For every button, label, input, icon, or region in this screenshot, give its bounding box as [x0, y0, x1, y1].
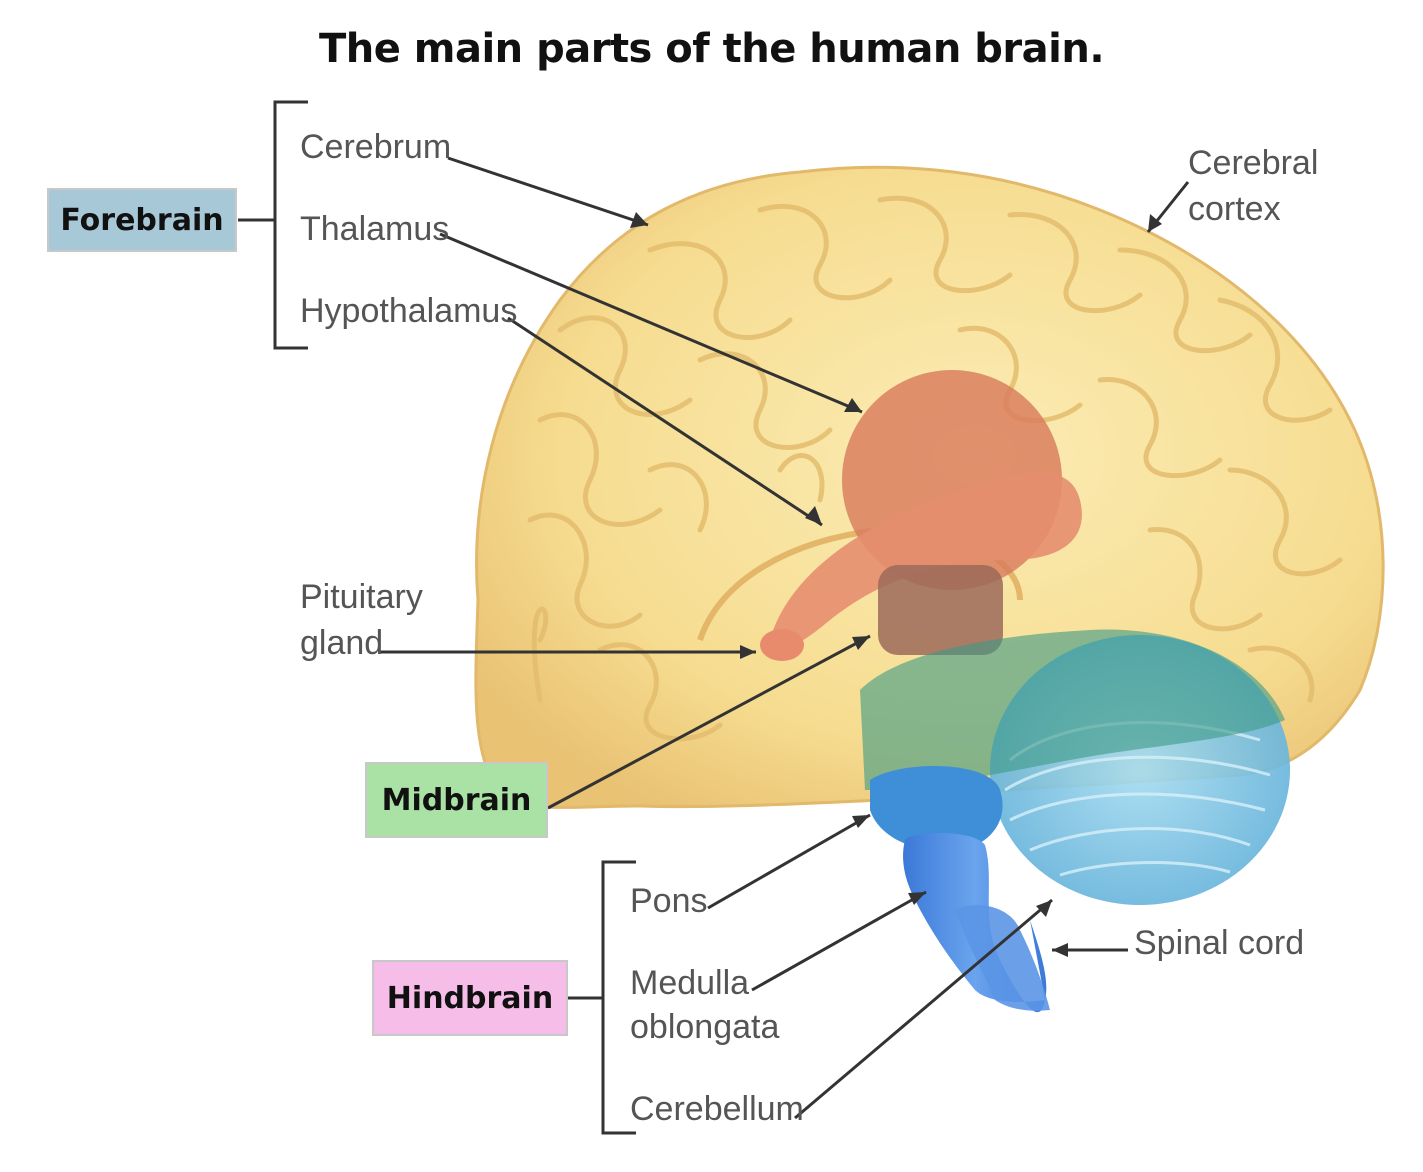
pituitary-label-line2: gland — [300, 624, 384, 662]
cerebral-cortex-label-line2: cortex — [1188, 190, 1281, 228]
spinal-cord-label: Spinal cord — [1134, 924, 1305, 962]
pituitary-region — [760, 629, 804, 661]
forebrain-label: Forebrain — [47, 188, 237, 252]
hindbrain-label: Hindbrain — [372, 960, 568, 1036]
spinal-cord-shape — [955, 905, 1050, 1011]
medulla-label-line1: Medulla — [630, 964, 750, 1002]
medulla-label-line2: oblongata — [630, 1008, 780, 1046]
pons-region — [870, 766, 1003, 851]
fornix-band — [770, 472, 1082, 650]
page-title: The main parts of the human brain. — [318, 26, 1105, 72]
gyri-lines — [527, 195, 1343, 742]
arrowheads — [630, 212, 1162, 957]
cerebellum-label: Cerebellum — [630, 1090, 804, 1128]
midbrain-label: Midbrain — [365, 762, 548, 838]
brackets — [238, 100, 636, 1135]
pituitary-label-line1: Pituitary — [300, 578, 423, 616]
leader-lines — [380, 156, 1190, 1120]
thalamus-label: Thalamus — [300, 210, 450, 248]
cerebrum-label: Cerebrum — [300, 128, 452, 166]
midbrain-region — [878, 565, 1003, 655]
hypothalamus-label: Hypothalamus — [300, 292, 518, 330]
hindbrain-band — [860, 629, 1285, 790]
cerebral-cortex-label-line1: Cerebral — [1188, 144, 1319, 182]
pons-label: Pons — [630, 882, 708, 920]
